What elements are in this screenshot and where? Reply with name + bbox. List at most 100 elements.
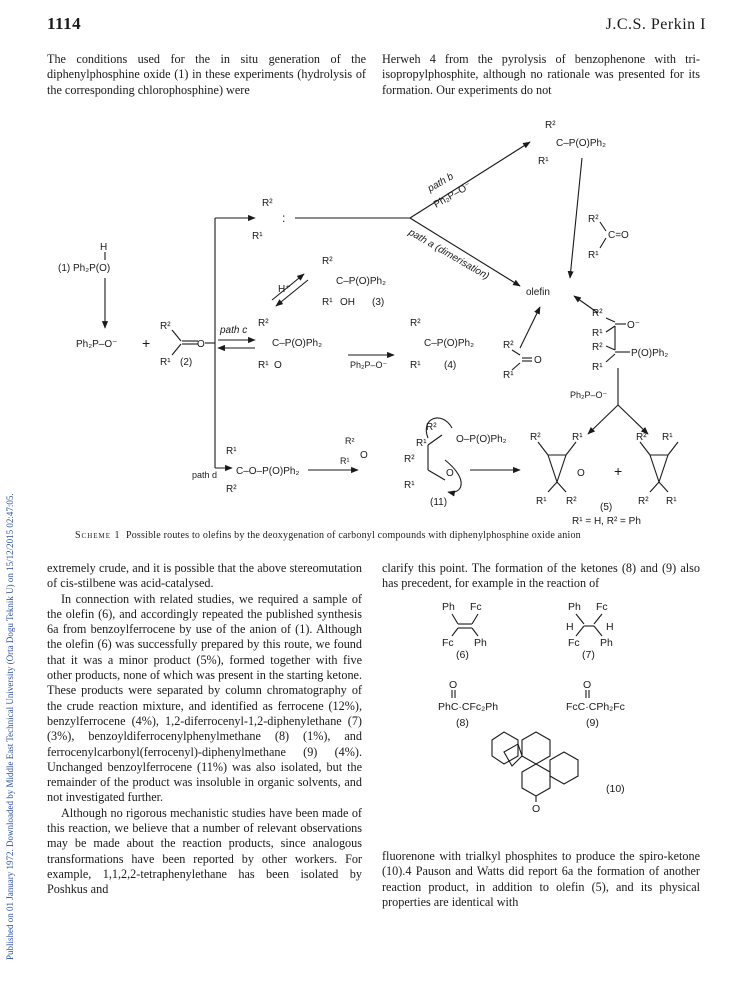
- top-r1: R¹: [538, 156, 549, 167]
- c4-group: C–P(O)Ph₂: [424, 338, 474, 349]
- ox-o: O⁻: [627, 320, 640, 331]
- s7-label: (7): [582, 649, 595, 661]
- path-c-label: path c: [219, 325, 247, 336]
- s8-label: (8): [456, 717, 469, 729]
- carbene-r2: R²: [262, 198, 273, 209]
- c4-r1: R¹: [410, 360, 421, 371]
- olefin-label: olefin: [526, 287, 550, 298]
- mid-group: C–P(O)Ph₂: [272, 338, 322, 349]
- anion: Ph₂P–O⁻: [76, 339, 117, 350]
- c11-o: O: [446, 468, 454, 479]
- c11-r2b: R²: [404, 454, 415, 465]
- c3-r2: R²: [322, 256, 333, 267]
- right-ketone-r2: R²: [588, 214, 599, 225]
- s7-h1: H: [566, 621, 574, 633]
- s6-d: Ph: [474, 637, 487, 649]
- ketone-r1: R¹: [160, 357, 171, 368]
- s10-o: O: [532, 803, 540, 815]
- right-ketone-r1: R¹: [588, 250, 599, 261]
- s6-c: Fc: [442, 637, 454, 649]
- c3-group: C–P(O)Ph₂: [336, 276, 386, 287]
- c3-oh: OH: [340, 297, 355, 308]
- s9-o: O: [583, 679, 591, 691]
- s9-label: (9): [586, 717, 599, 729]
- c5-label: (5): [600, 502, 612, 513]
- path-d-label: path d: [192, 470, 217, 480]
- bottom-right-paragraph-1: clarify this point. The formation of the…: [382, 561, 700, 591]
- c3-label: (3): [372, 297, 384, 308]
- ep1-r2: R²: [530, 432, 541, 443]
- epoxide-o: O: [577, 468, 585, 479]
- ketone-label: (2): [180, 357, 192, 368]
- c11-r1b: R¹: [404, 480, 415, 491]
- right-reagent: Ph₂P–O⁻: [570, 390, 608, 400]
- caption-label: Scheme 1: [75, 530, 121, 541]
- journal-title: J.C.S. Perkin I: [605, 16, 706, 33]
- ep1-r1: R¹: [572, 432, 583, 443]
- paragraph-3: Although no rigorous mechanistic studies…: [47, 805, 362, 897]
- s7-c: Fc: [568, 637, 580, 649]
- reaction-scheme: H (1) Ph₂P(O) Ph₂P–O⁻ + R² R¹ (2) O R² R…: [0, 100, 744, 540]
- paragraph-1: extremely crude, and it is possible that…: [47, 561, 362, 591]
- c4-ket-r2: R²: [503, 340, 514, 351]
- ketone-r2: R²: [160, 321, 171, 332]
- top-r2: R²: [545, 120, 556, 131]
- ep2-r1: R¹: [662, 432, 673, 443]
- ep1-r2b: R²: [566, 496, 577, 507]
- s8-formula: PhC·CFc₂Ph: [438, 701, 498, 713]
- d-ket-r2: R²: [345, 436, 355, 446]
- s6-label: (6): [456, 649, 469, 661]
- top-right-paragraph: Herweh 4 from the pyrolysis of benzophen…: [382, 52, 700, 97]
- s7-b: Fc: [596, 601, 608, 613]
- s7-d: Ph: [600, 637, 613, 649]
- compound-structures: Ph Fc Fc Ph (6) Ph Fc H H Fc Ph (7) O Ph…: [380, 590, 710, 850]
- path-a-label: path a (dimerisation): [406, 227, 491, 283]
- ep2-r2: R²: [636, 432, 647, 443]
- s8-o: O: [449, 679, 457, 691]
- s7-a: Ph: [568, 601, 581, 613]
- d-r2: R²: [226, 484, 237, 495]
- ketone-o: O: [197, 339, 205, 350]
- h-plus: H⁺: [278, 284, 291, 295]
- c5-definition: R¹ = H, R² = Ph: [572, 516, 641, 527]
- ox-r2a: R²: [592, 308, 603, 319]
- s7-h2: H: [606, 621, 614, 633]
- ox-p: P(O)Ph₂: [631, 348, 668, 359]
- bottom-right-paragraph-2: fluorenone with trialkyl phosphites to p…: [382, 849, 700, 909]
- page-number: 1114: [47, 14, 82, 33]
- carbene-colon: :: [282, 211, 285, 225]
- ox-r1b: R¹: [592, 362, 603, 373]
- s6-b: Fc: [470, 601, 482, 613]
- mid-r1: R¹: [258, 360, 269, 371]
- c11-r1a: R¹: [416, 438, 427, 449]
- mid-r2: R²: [258, 318, 269, 329]
- s9-formula: FcC·CPh₂Fc: [566, 701, 625, 713]
- c4-ket-o: O: [534, 355, 542, 366]
- plus-sign: +: [142, 335, 150, 351]
- d-r1: R¹: [226, 446, 237, 457]
- ox-r1a: R¹: [592, 328, 603, 339]
- bottom-left-column: extremely crude, and it is possible that…: [47, 561, 362, 898]
- start-compound: (1) Ph₂P(O): [58, 263, 110, 274]
- top-product: C–P(O)Ph₂: [556, 138, 606, 149]
- s6-a: Ph: [442, 601, 455, 613]
- right-ketone-o: C=O: [608, 230, 629, 241]
- epoxide-plus: +: [614, 463, 622, 479]
- start-h: H: [100, 242, 107, 253]
- c4-label: (4): [444, 360, 456, 371]
- carbene-r1: R¹: [252, 231, 263, 242]
- ox-r2b: R²: [592, 342, 603, 353]
- c11-group: O–P(O)Ph₂: [456, 434, 507, 445]
- paragraph-2: In connection with related studies, we r…: [47, 591, 362, 805]
- top-left-paragraph: The conditions used for the in situ gene…: [47, 52, 366, 97]
- c3-r1: R¹: [322, 297, 333, 308]
- c4-ket-r1: R¹: [503, 370, 514, 381]
- d-ket-r1: R¹: [340, 456, 350, 466]
- mid-reagent: Ph₂P–O⁻: [350, 360, 388, 370]
- d-group: C–O–P(O)Ph₂: [236, 466, 299, 477]
- ep2-r1b: R¹: [666, 496, 677, 507]
- d-ket-o: O: [360, 450, 368, 461]
- c4-r2: R²: [410, 318, 421, 329]
- caption-text: Possible routes to olefins by the deoxyg…: [125, 530, 581, 541]
- s10-label: (10): [606, 783, 625, 795]
